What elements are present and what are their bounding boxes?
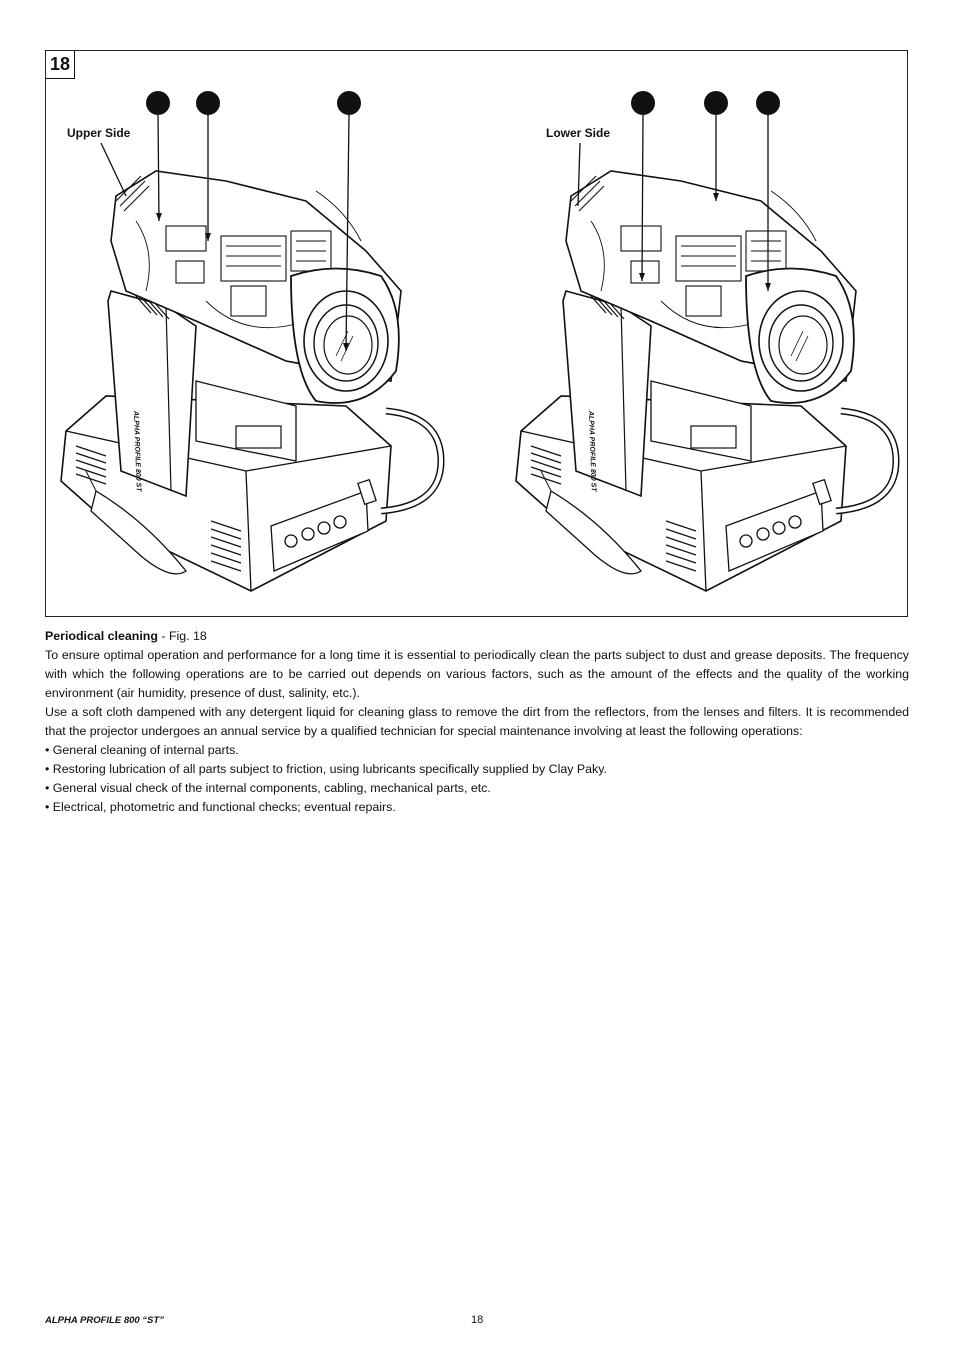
paragraph: Use a soft cloth dampened with any deter… (45, 705, 909, 738)
periodical-cleaning-section: Periodical cleaning - Fig. 18 To ensure … (45, 627, 909, 817)
section-title: Periodical cleaning (45, 629, 158, 643)
lower-side-label: Lower Side (546, 126, 611, 140)
figure-18: 18 (45, 50, 908, 617)
paragraph: To ensure optimal operation and performa… (45, 648, 909, 700)
figure-reference: - Fig. 18 (157, 629, 207, 643)
list-item: • General cleaning of internal parts. (45, 743, 239, 757)
operations-list: • General cleaning of internal parts. • … (45, 741, 909, 817)
upper-side-label: Upper Side (67, 126, 131, 140)
projector-illustrations: ALPHA PROFILE 800 ST (46, 91, 909, 618)
list-item: • General visual check of the internal c… (45, 781, 491, 795)
footer-product-title: ALPHA PROFILE 800 “ST” (45, 1315, 164, 1326)
figure-number: 18 (46, 51, 75, 79)
list-item: • Restoring lubrication of all parts sub… (45, 762, 607, 776)
page-number: 18 (471, 1314, 484, 1326)
section-heading: Periodical cleaning - Fig. 18 (45, 627, 909, 646)
list-item: • Electrical, photometric and functional… (45, 800, 396, 814)
